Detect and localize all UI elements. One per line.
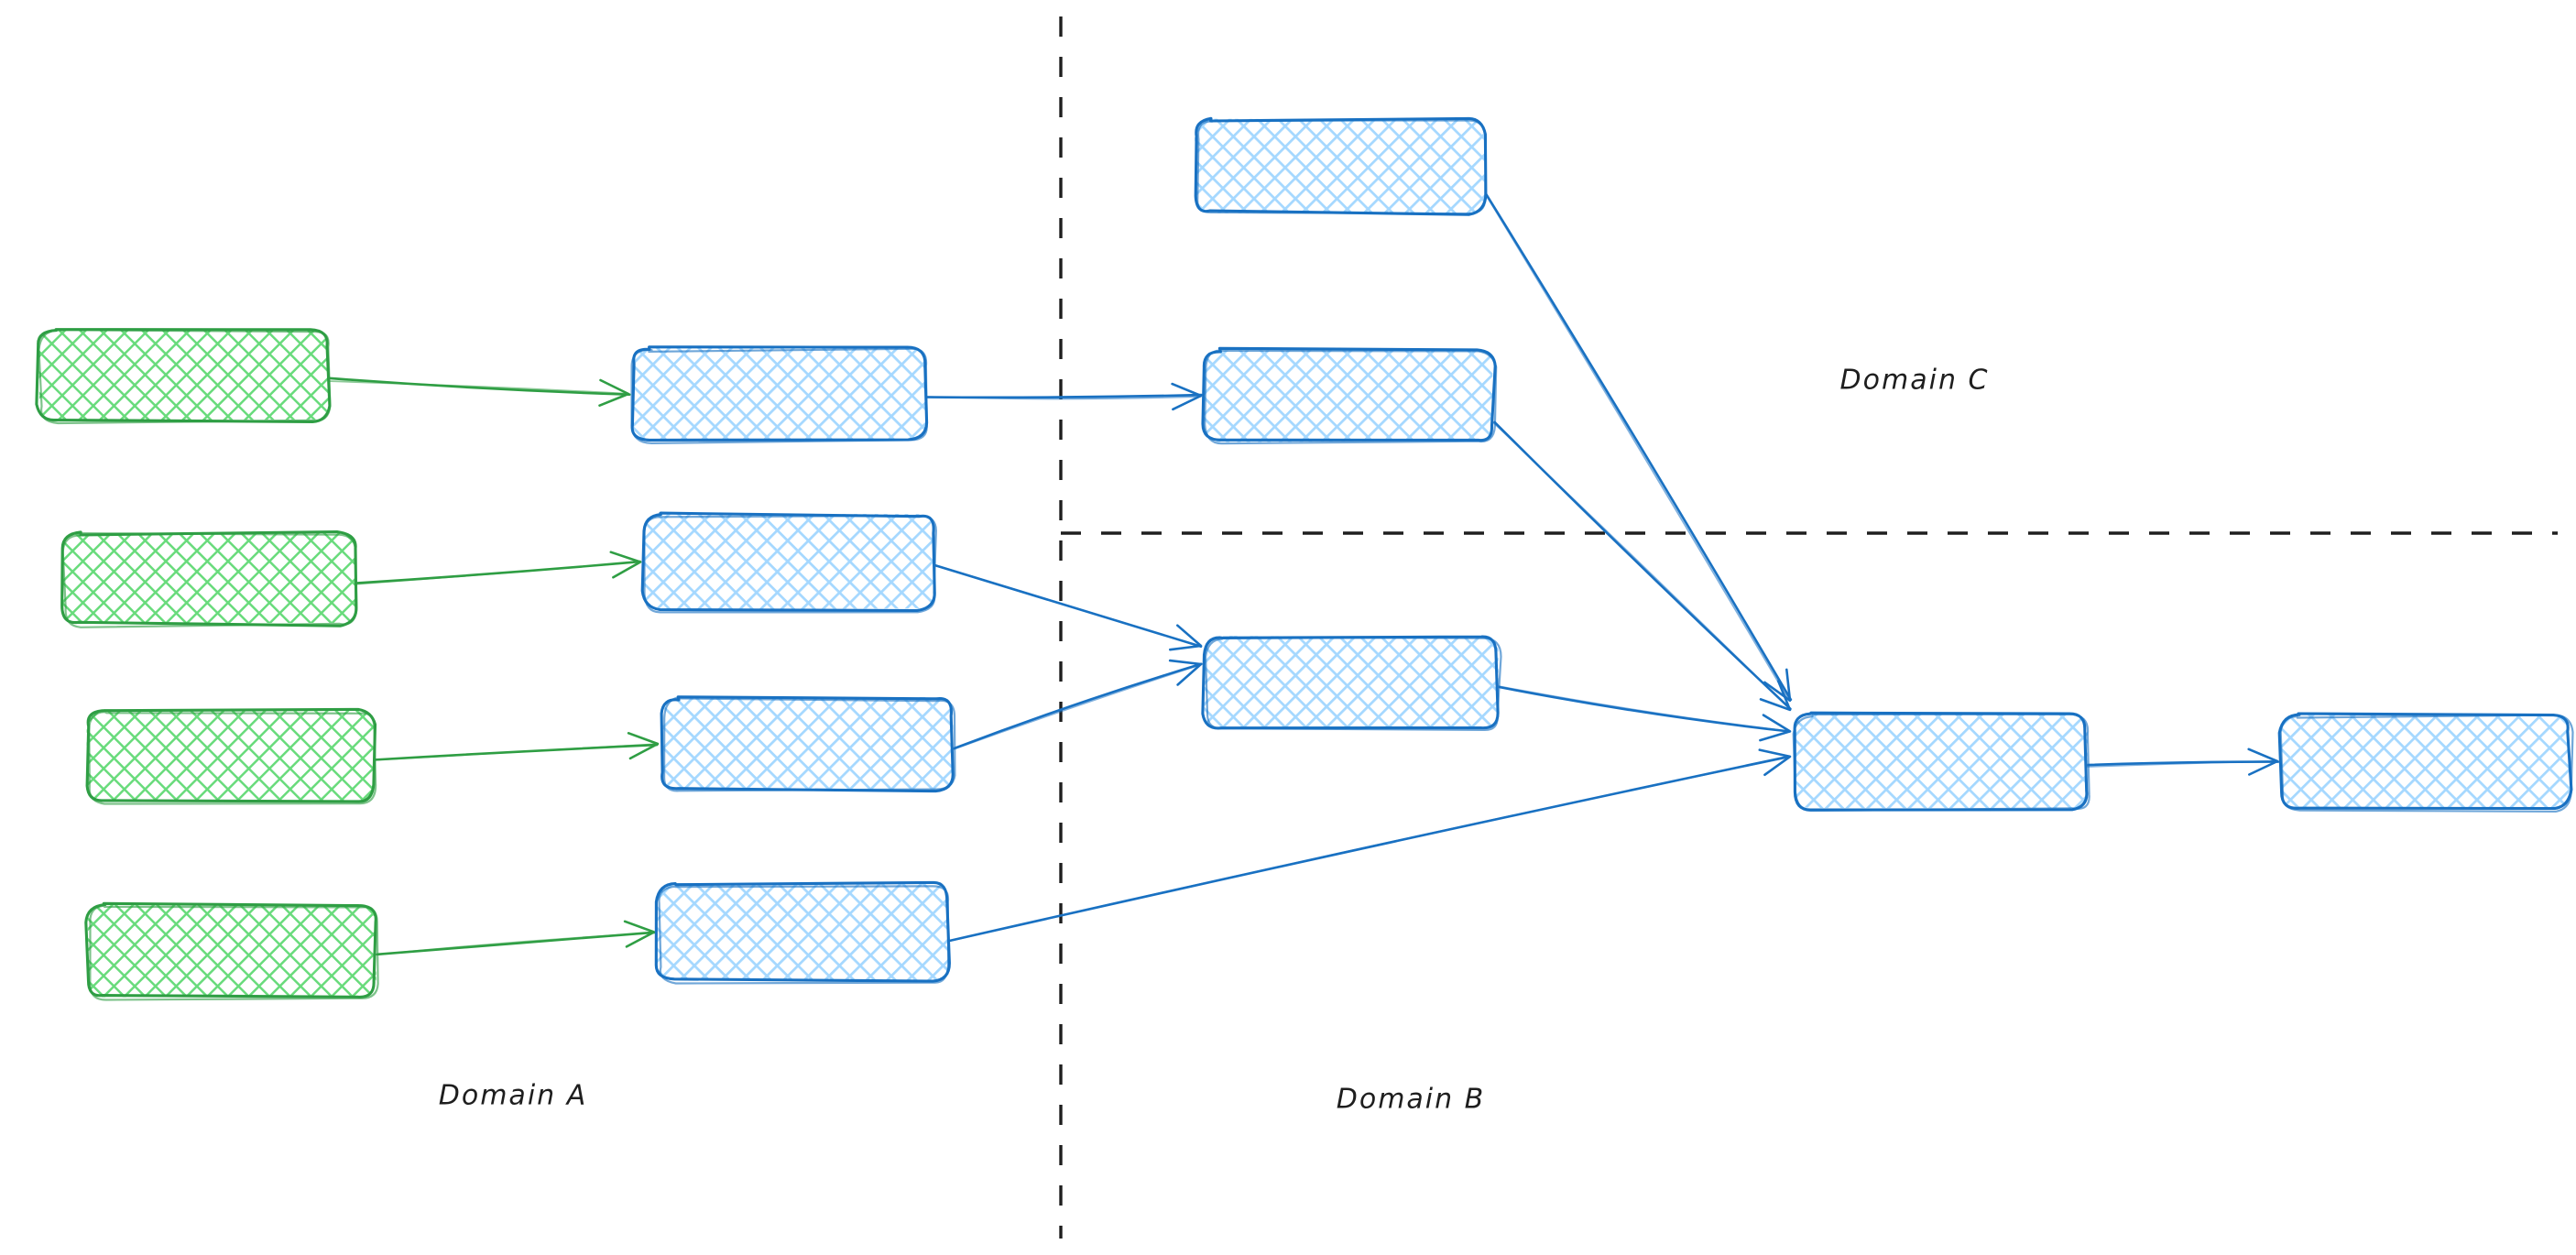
edge-edge-b2-c3: [933, 563, 1203, 651]
node-outline: [662, 696, 956, 792]
domain-label-b: Domain B: [1336, 1083, 1486, 1116]
node-d1[interactable]: [1792, 711, 2090, 813]
node-outline: [630, 347, 928, 444]
edge-arrowhead: [1171, 382, 1203, 411]
edge-arrowhead: [1169, 624, 1203, 651]
node-fill: [631, 347, 926, 441]
edge-edge-c2-d1: [1492, 420, 1792, 712]
node-outline: [1792, 713, 2090, 813]
edge-arrowhead: [1168, 659, 1203, 686]
edge-edge-c3-d1: [1496, 685, 1792, 742]
edge-arrowhead: [598, 378, 630, 407]
edge-edge-b3-c3: [952, 659, 1203, 750]
node-outline: [89, 904, 379, 1001]
node-fill: [87, 904, 377, 998]
edge-line: [374, 932, 656, 956]
edge-edge-c1-d1: [1484, 191, 1793, 702]
edge-arrowhead: [623, 920, 656, 948]
node-c3[interactable]: [1201, 635, 1502, 732]
node-fill: [1203, 636, 1499, 728]
edge-line: [952, 663, 1201, 750]
node-outline: [1204, 349, 1498, 445]
edge-line: [924, 395, 1202, 400]
node-fill: [62, 532, 356, 624]
edge-line: [1484, 192, 1791, 702]
node-a1[interactable]: [35, 328, 332, 425]
edge-line: [953, 662, 1203, 750]
node-fill: [1204, 350, 1493, 442]
edge-edge-a3-b3: [372, 732, 660, 761]
edge-arrowhead: [2247, 748, 2279, 776]
edge-arrowhead: [1763, 668, 1792, 702]
node-c1[interactable]: [1194, 116, 1488, 216]
edge-arrowhead: [1759, 714, 1792, 742]
node-b2[interactable]: [640, 511, 937, 614]
node-outline: [2279, 714, 2574, 813]
edge-line: [355, 561, 640, 585]
node-outline: [643, 514, 937, 614]
edge-arrowhead: [627, 732, 660, 760]
edge-line: [1492, 421, 1792, 711]
node-outline: [658, 885, 950, 985]
node-b1[interactable]: [630, 345, 929, 444]
edge-line: [934, 564, 1202, 648]
edge-edge-d1-e1: [2086, 748, 2279, 776]
node-c2[interactable]: [1201, 346, 1498, 445]
edge-line: [325, 380, 629, 395]
node-fill: [86, 710, 375, 802]
edge-line: [373, 743, 659, 761]
node-b4[interactable]: [654, 880, 951, 985]
node-outline: [1196, 119, 1488, 215]
edge-arrowhead: [1759, 680, 1792, 712]
edge-edge-b4-d1: [947, 748, 1792, 943]
domain-label-c: Domain C: [1839, 364, 1990, 397]
edge-line: [1496, 685, 1791, 733]
edge-edge-b1-c2: [922, 382, 1203, 411]
node-a2[interactable]: [60, 529, 358, 628]
edge-arrowhead: [609, 551, 642, 579]
node-outline: [1201, 635, 1500, 730]
node-b3[interactable]: [660, 695, 956, 793]
node-e1[interactable]: [2277, 712, 2574, 813]
node-outline: [61, 532, 358, 628]
edge-line: [325, 376, 631, 396]
node-fill: [1195, 118, 1485, 214]
node-a3[interactable]: [85, 707, 377, 805]
node-fill: [38, 329, 329, 421]
node-fill: [656, 882, 949, 981]
edge-arrowhead: [1758, 748, 1792, 777]
edge-edge-a1-b1: [325, 376, 631, 407]
node-outline: [1205, 636, 1502, 732]
node-fill: [1794, 714, 2089, 809]
domain-label-a: Domain A: [438, 1079, 588, 1112]
node-outline: [88, 711, 377, 805]
node-outline: [60, 529, 358, 628]
edge-line: [1484, 191, 1793, 702]
node-outline: [38, 329, 332, 425]
edge-edge-a2-b2: [353, 551, 642, 585]
edge-line: [2087, 759, 2279, 768]
node-fill: [644, 513, 935, 609]
node-fill: [2280, 714, 2571, 809]
edge-edge-a4-b4: [374, 920, 656, 956]
node-a4[interactable]: [84, 901, 379, 1001]
node-fill: [660, 696, 954, 791]
edge-line: [948, 756, 1790, 943]
